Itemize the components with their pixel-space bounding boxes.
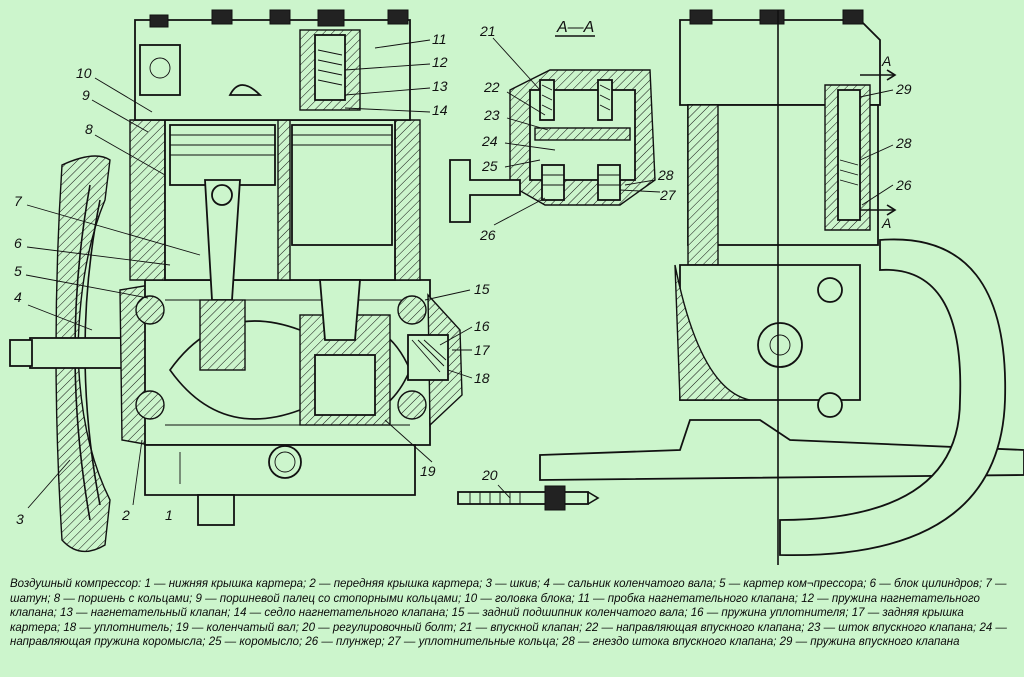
section-label: А—А <box>556 19 594 36</box>
callout-25: 25 <box>481 158 498 174</box>
callout-19: 19 <box>420 463 436 479</box>
callout-16: 16 <box>474 318 490 334</box>
callout-27: 27 <box>659 187 677 203</box>
callout-11: 11 <box>432 31 447 47</box>
callout-20: 20 <box>481 467 498 483</box>
callout-13: 13 <box>432 78 448 94</box>
compressor-drawing: 1 2 3 4 5 6 7 8 9 10 11 12 13 14 15 16 1… <box>9 9 1024 565</box>
callout-28-section: 28 <box>657 167 674 183</box>
callout-17: 17 <box>474 342 491 358</box>
adjusting-bolt <box>457 485 600 511</box>
callout-5: 5 <box>14 263 22 279</box>
callout-7: 7 <box>14 193 23 209</box>
callout-29: 29 <box>895 81 912 97</box>
callout-23: 23 <box>483 107 500 123</box>
section-arrow-a-top: А <box>881 53 891 69</box>
callout-18: 18 <box>474 370 490 386</box>
callout-22: 22 <box>483 79 500 95</box>
callout-26-section: 26 <box>479 227 496 243</box>
callout-24: 24 <box>481 133 498 149</box>
cylinder-block <box>129 119 421 371</box>
callout-2: 2 <box>121 507 130 523</box>
callout-1: 1 <box>165 507 173 523</box>
pulley <box>9 155 131 553</box>
callout-9: 9 <box>82 87 90 103</box>
callout-26-side: 26 <box>895 177 912 193</box>
leader-lines <box>25 37 894 509</box>
bottom-cover <box>144 444 416 526</box>
section-aa-view <box>449 35 656 223</box>
callout-4: 4 <box>14 289 22 305</box>
callout-21: 21 <box>479 23 496 39</box>
rear-cover <box>407 293 463 427</box>
side-view <box>539 9 1024 565</box>
figure-caption: Воздушный компрессор: 1 — нижняя крышка … <box>10 578 1007 649</box>
callout-10: 10 <box>76 65 92 81</box>
callout-3: 3 <box>16 511 24 527</box>
section-arrow-a-bottom: А <box>881 215 891 231</box>
callout-15: 15 <box>474 281 490 297</box>
cylinder-head <box>134 9 411 121</box>
callout-12: 12 <box>432 54 448 70</box>
main-section-view <box>9 9 600 553</box>
callout-14: 14 <box>432 102 448 118</box>
callout-28-side: 28 <box>895 135 912 151</box>
callout-6: 6 <box>14 235 22 251</box>
callout-8: 8 <box>85 121 93 137</box>
